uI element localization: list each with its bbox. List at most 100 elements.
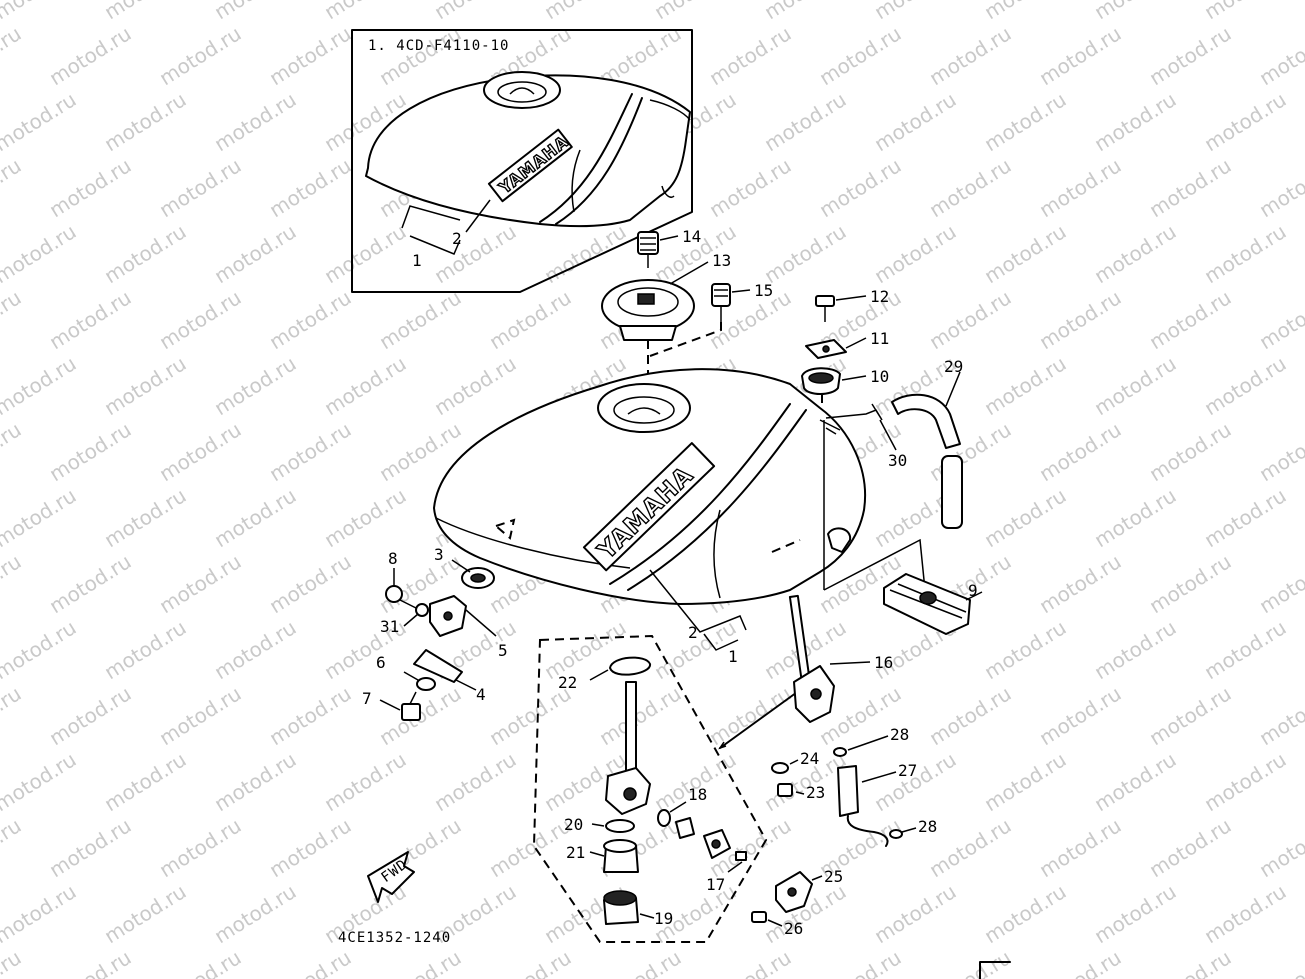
- callout-24: 24: [800, 749, 819, 768]
- page-corner-mark: [979, 961, 1011, 979]
- watermark-text: motod.ru: [320, 219, 411, 288]
- callout-8: 8: [388, 549, 398, 568]
- watermark-text: motod.ru: [320, 747, 411, 816]
- watermark-text: motod.ru: [760, 87, 851, 156]
- watermark-text: motod.ru: [0, 615, 80, 684]
- callout-27: 27: [898, 761, 917, 780]
- watermark-text: motod.ru: [1145, 681, 1236, 750]
- watermark-text: motod.ru: [1255, 549, 1305, 618]
- watermark-text: motod.ru: [155, 21, 246, 90]
- watermark-text: motod.ru: [870, 0, 961, 24]
- fuel-cap-assembly: 14 13 15: [601, 227, 773, 410]
- watermark-text: motod.ru: [0, 483, 80, 552]
- watermark-text: motod.ru: [1090, 615, 1181, 684]
- callout-7: 7: [362, 689, 372, 708]
- watermark-text: motod.ru: [1035, 21, 1126, 90]
- callout-16: 16: [874, 653, 893, 672]
- watermark-text: motod.ru: [1035, 417, 1126, 486]
- watermark-text: motod.ru: [485, 813, 576, 882]
- mounting-parts-left: 3 8 31 5 4 6 7: [362, 545, 508, 721]
- watermark-text: motod.ru: [45, 153, 136, 222]
- watermark-text: motod.ru: [1200, 615, 1291, 684]
- watermark-text: motod.ru: [0, 681, 25, 750]
- watermark-text: motod.ru: [210, 0, 301, 24]
- fuel-cock-installed: 16 24 23 28 27 28 25 26: [718, 594, 937, 938]
- watermark-text: motod.ru: [980, 483, 1071, 552]
- watermark-text: motod.ru: [375, 21, 466, 90]
- watermark-text: motod.ru: [265, 417, 356, 486]
- watermark-text: motod.ru: [1035, 285, 1126, 354]
- watermark-text: motod.ru: [0, 219, 80, 288]
- watermark-text: motod.ru: [430, 747, 521, 816]
- callout-26: 26: [784, 919, 803, 938]
- watermark-text: motod.ru: [980, 879, 1071, 948]
- watermark-text: motod.ru: [100, 87, 191, 156]
- callout-23: 23: [806, 783, 825, 802]
- watermark-text: motod.ru: [1145, 945, 1236, 979]
- watermark-text: motod.ru: [815, 153, 906, 222]
- watermark-text: motod.ru: [815, 21, 906, 90]
- callout-14: 14: [682, 227, 701, 246]
- breather-hose-group: 29 30 9: [823, 357, 983, 635]
- watermark-text: motod.ru: [980, 351, 1071, 420]
- watermark-text: motod.ru: [980, 747, 1071, 816]
- watermark-text: motod.ru: [870, 879, 961, 948]
- watermark-text: motod.ru: [100, 219, 191, 288]
- watermark-text: motod.ru: [1255, 21, 1305, 90]
- watermark-text: motod.ru: [540, 0, 631, 24]
- watermark-text: motod.ru: [925, 285, 1016, 354]
- watermark-text: motod.ru: [45, 285, 136, 354]
- watermark-text: motod.ru: [45, 549, 136, 618]
- watermark-text: motod.ru: [1035, 153, 1126, 222]
- watermark-text: motod.ru: [1200, 879, 1291, 948]
- callout-28: 28: [890, 725, 909, 744]
- watermark-text: motod.ru: [100, 483, 191, 552]
- watermark-text: motod.ru: [485, 945, 576, 979]
- drawing-code: 4CE1352-1240: [338, 930, 451, 946]
- watermark-text: motod.ru: [155, 945, 246, 979]
- watermark-text: motod.ru: [815, 945, 906, 979]
- watermark-text: motod.ru: [265, 285, 356, 354]
- watermark-text: motod.ru: [705, 681, 796, 750]
- watermark-text: motod.ru: [430, 0, 521, 24]
- watermark-text: motod.ru: [155, 153, 246, 222]
- watermark-text: motod.ru: [0, 21, 25, 90]
- fuel-cock-detail: 22 20 21 19 18 17: [532, 634, 768, 943]
- watermark-text: motod.ru: [1255, 681, 1305, 750]
- watermark-text: motod.ru: [705, 21, 796, 90]
- callout-12: 12: [870, 287, 889, 306]
- callout-2: 2: [688, 623, 698, 642]
- watermark-text: motod.ru: [980, 615, 1071, 684]
- watermark-text: motod.ru: [1145, 153, 1236, 222]
- watermark-text: motod.ru: [210, 351, 301, 420]
- watermark-text: motod.ru: [0, 747, 80, 816]
- watermark-text: motod.ru: [265, 813, 356, 882]
- callout-17: 17: [706, 875, 725, 894]
- watermark-text: motod.ru: [100, 879, 191, 948]
- watermark-text: motod.ru: [1090, 0, 1181, 24]
- callout-28b: 28: [918, 817, 937, 836]
- watermark-text: motod.ru: [1090, 879, 1181, 948]
- callout-3: 3: [434, 545, 444, 564]
- watermark-text: motod.ru: [0, 813, 25, 882]
- callout-9: 9: [968, 581, 978, 600]
- watermark-text: motod.ru: [45, 681, 136, 750]
- callout-1: 1: [728, 647, 738, 666]
- watermark-text: motod.ru: [265, 153, 356, 222]
- watermark-text: motod.ru: [0, 945, 25, 979]
- watermark-text: motod.ru: [155, 681, 246, 750]
- watermark-text: motod.ru: [1255, 813, 1305, 882]
- watermark-text: motod.ru: [210, 483, 301, 552]
- watermark-text: motod.ru: [320, 483, 411, 552]
- main-fuel-tank: YAMAHA 2 1: [433, 368, 866, 666]
- watermark-text: motod.ru: [265, 21, 356, 90]
- watermark-text: motod.ru: [1090, 747, 1181, 816]
- watermark-text: motod.ru: [980, 0, 1071, 24]
- watermark-text: motod.ru: [0, 153, 25, 222]
- watermark-text: motod.ru: [1035, 945, 1126, 979]
- callout-4: 4: [476, 685, 486, 704]
- inset-part-label: 1. 4CD-F4110-10: [368, 38, 509, 54]
- watermark-text: motod.ru: [1200, 87, 1291, 156]
- watermark-text: motod.ru: [925, 153, 1016, 222]
- watermark-text: motod.ru: [705, 945, 796, 979]
